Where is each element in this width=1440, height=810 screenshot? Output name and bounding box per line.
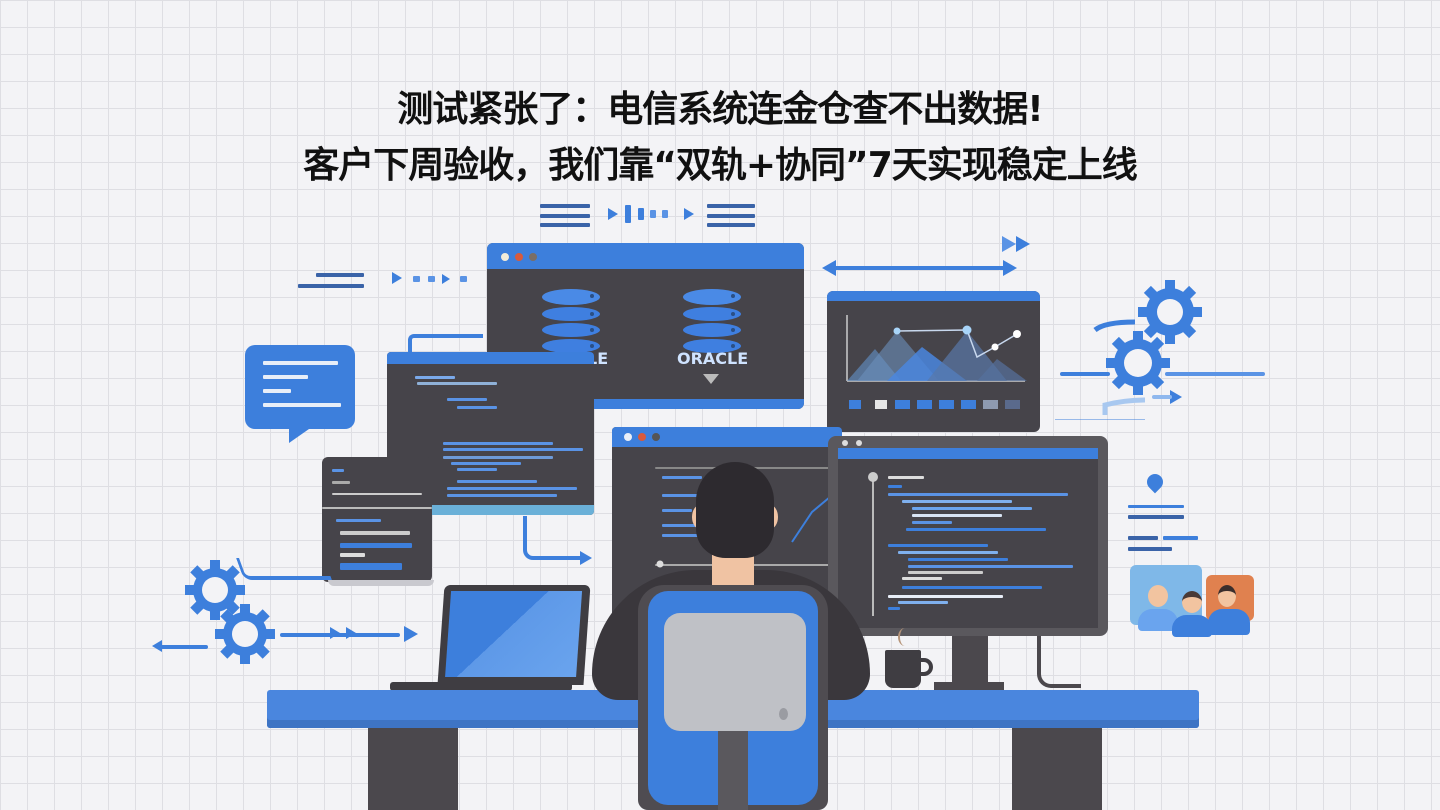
window-dot-icon [529, 253, 537, 261]
laptop-icon [437, 585, 591, 685]
filter-icon [703, 374, 719, 384]
laptop-base [390, 682, 572, 691]
window-titlebar [487, 243, 804, 269]
monitor-base [934, 682, 1004, 690]
chart-window [827, 291, 1040, 432]
window-dot-icon [501, 253, 509, 261]
window-footer [487, 399, 804, 409]
location-pin-icon [1143, 470, 1167, 494]
tablet-stand [328, 580, 434, 586]
database-icon [542, 289, 600, 355]
person-neck [712, 555, 754, 585]
monitor-stand [952, 636, 988, 684]
gear-icon [185, 560, 275, 664]
cable [1037, 636, 1081, 688]
oracle-label: ORACLE [677, 349, 749, 368]
tablet-device [322, 457, 432, 582]
gear-icon [1055, 280, 1202, 420]
steam-icon [898, 628, 912, 646]
code-monitor [828, 436, 1108, 636]
chair-back [638, 585, 828, 810]
desk-leg [1012, 728, 1102, 810]
desk-leg [368, 728, 458, 810]
person-head [696, 462, 774, 558]
chat-bubble-icon [245, 345, 355, 443]
area-chart-icon [846, 315, 1027, 409]
team-avatars-icon [1128, 563, 1258, 643]
window-dot-icon [515, 253, 523, 261]
headline-line-2: 客户下周验收，我们靠“双轨+协同”7天实现稳定上线 [303, 145, 1138, 186]
coffee-mug-icon [885, 650, 933, 688]
headline-line-1: 测试紧张了：电信系统连金仓查不出数据! [397, 89, 1043, 130]
database-icon [683, 289, 741, 355]
connector-line [408, 334, 483, 354]
